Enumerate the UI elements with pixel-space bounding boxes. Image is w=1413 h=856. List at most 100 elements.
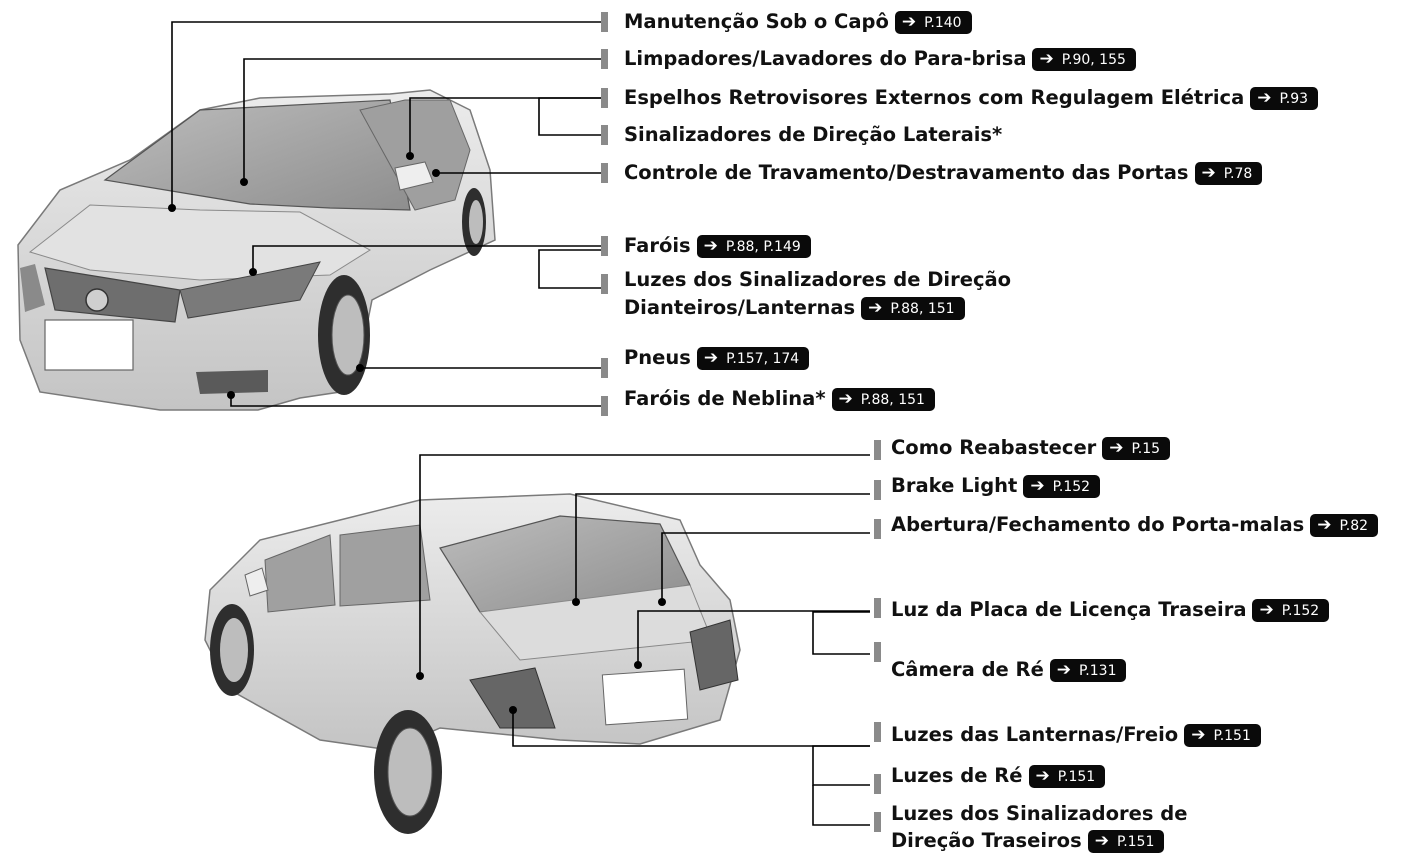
rear-car-illustration	[204, 493, 741, 834]
page-ref-link[interactable]: ➔P.82	[1310, 514, 1379, 537]
page-ref-link[interactable]: ➔P.151	[1184, 724, 1261, 747]
callout-label: Luzes de Ré	[891, 764, 1023, 787]
callout-label: Luz da Placa de Licença Traseira	[891, 598, 1247, 621]
callout-rear-turn-signals-line2: Direção Traseiros➔P.151	[891, 829, 1165, 853]
leader-line	[409, 97, 601, 156]
arrow-right-icon: ➔	[868, 298, 883, 318]
arrow-right-icon: ➔	[901, 12, 917, 32]
callout-refueling: Como Reabastecer➔P.15	[891, 436, 1171, 460]
callout-power-mirrors: Espelhos Retrovisores Externos com Regul…	[624, 86, 1319, 110]
callout-label: Como Reabastecer	[891, 436, 1097, 459]
arrow-right-icon: ➔	[1039, 49, 1054, 69]
page-ref-link[interactable]: ➔P.152	[1252, 599, 1330, 622]
page-ref-link[interactable]: ➔P.157, 174	[696, 347, 810, 370]
callout-rear-turn-signals: Luzes dos Sinalizadores de	[891, 802, 1187, 826]
callout-label: Luzes das Lanternas/Freio	[891, 723, 1179, 746]
tick-mark	[601, 358, 608, 378]
arrow-right-icon: ➔	[1191, 725, 1206, 745]
callout-backup-lights: Luzes de Ré➔P.151	[891, 764, 1106, 788]
leader-line	[512, 710, 870, 747]
tick-mark	[601, 274, 608, 294]
page-ref-link[interactable]: ➔P.140	[894, 11, 972, 34]
page-ref-link[interactable]: ➔P.152	[1023, 475, 1101, 498]
arrow-right-icon: ➔	[703, 236, 718, 256]
leader-line	[538, 97, 601, 136]
callout-wipers-washers: Limpadores/Lavadores do Para-brisa➔P.90,…	[624, 47, 1136, 71]
arrow-right-icon: ➔	[1201, 163, 1216, 183]
anchor-dot	[356, 364, 364, 372]
arrow-right-icon: ➔	[1257, 88, 1272, 108]
page-ref-link[interactable]: ➔P.93	[1250, 87, 1319, 110]
callout-label: Faróis	[624, 234, 691, 257]
page-ref-link[interactable]: ➔P.78	[1194, 162, 1263, 185]
callout-label: Controle de Travamento/Destravamento das…	[624, 161, 1189, 184]
anchor-dot	[432, 169, 440, 177]
callout-front-turn-signals: Luzes dos Sinalizadores de Direção	[624, 268, 1011, 292]
callout-tires: Pneus➔P.157, 174	[624, 346, 810, 370]
anchor-dot	[406, 152, 414, 160]
tick-mark	[601, 236, 608, 256]
tick-mark	[601, 125, 608, 145]
page-ref-link[interactable]: ➔P.151	[1087, 830, 1165, 853]
arrow-right-icon: ➔	[838, 389, 853, 409]
page-ref-link[interactable]: ➔P.131	[1049, 659, 1127, 682]
anchor-points	[168, 152, 666, 714]
callout-label: Direção Traseiros	[891, 829, 1082, 852]
arrow-right-icon: ➔	[1259, 600, 1274, 620]
anchor-dot	[572, 598, 580, 606]
anchor-dot	[168, 204, 176, 212]
anchor-dot	[227, 391, 235, 399]
callout-label: Sinalizadores de Direção Laterais*	[624, 123, 1003, 146]
callout-tail-brake-lights: Luzes das Lanternas/Freio➔P.151	[891, 723, 1261, 747]
callout-label: Luzes dos Sinalizadores de	[891, 802, 1188, 825]
page-ref-link[interactable]: ➔P.15	[1102, 437, 1171, 460]
arrow-right-icon: ➔	[1030, 476, 1045, 496]
arrow-right-icon: ➔	[1109, 438, 1124, 458]
callout-label: Limpadores/Lavadores do Para-brisa	[624, 47, 1027, 70]
tick-mark	[874, 440, 881, 460]
callout-door-locks: Controle de Travamento/Destravamento das…	[624, 161, 1263, 185]
page-ref-link[interactable]: ➔P.151	[1028, 765, 1106, 788]
page-ref-link[interactable]: ➔P.88, P.149	[696, 235, 811, 258]
tick-mark	[874, 480, 881, 500]
leader-line	[243, 58, 601, 182]
callout-brake-light: Brake Light➔P.152	[891, 474, 1101, 498]
tick-mark	[601, 49, 608, 69]
tick-mark	[601, 12, 608, 32]
callout-headlights: Faróis➔P.88, P.149	[624, 234, 811, 258]
callout-hood-maintenance: Manutenção Sob o Capô➔P.140	[624, 10, 972, 34]
callout-label: Dianteiros/Lanternas	[624, 296, 856, 319]
leader-line	[812, 611, 870, 655]
leader-lines	[171, 21, 870, 826]
page-ref-link[interactable]: ➔P.90, 155	[1032, 48, 1136, 71]
anchor-dot	[416, 672, 424, 680]
callout-side-turn-signals: Sinalizadores de Direção Laterais*	[624, 123, 1002, 147]
tick-mark	[874, 642, 881, 662]
leader-line	[419, 454, 870, 676]
tick-mark	[874, 774, 881, 794]
leader-line	[252, 245, 601, 272]
callout-label: Faróis de Neblina*	[624, 387, 826, 410]
callout-trunk: Abertura/Fechamento do Porta-malas➔P.82	[891, 513, 1379, 537]
anchor-dot	[240, 178, 248, 186]
leader-line	[661, 532, 870, 602]
callout-label: Espelhos Retrovisores Externos com Regul…	[624, 86, 1245, 109]
leader-line	[575, 493, 870, 602]
leader-line	[171, 21, 601, 208]
tick-mark	[601, 88, 608, 108]
callout-label: Pneus	[624, 346, 691, 369]
tick-mark	[601, 163, 608, 183]
callout-license-plate-light: Luz da Placa de Licença Traseira➔P.152	[891, 598, 1330, 622]
leader-line	[812, 785, 870, 826]
leader-line	[812, 745, 870, 786]
page-ref-link[interactable]: ➔P.88, 151	[831, 388, 935, 411]
page-ref-link[interactable]: ➔P.88, 151	[861, 297, 965, 320]
anchor-dot	[249, 268, 257, 276]
leader-line	[538, 249, 601, 289]
callout-label: Brake Light	[891, 474, 1018, 497]
arrow-right-icon: ➔	[1317, 515, 1332, 535]
arrow-right-icon: ➔	[1056, 660, 1072, 680]
arrow-right-icon: ➔	[1094, 831, 1109, 851]
tick-mark	[874, 598, 881, 618]
